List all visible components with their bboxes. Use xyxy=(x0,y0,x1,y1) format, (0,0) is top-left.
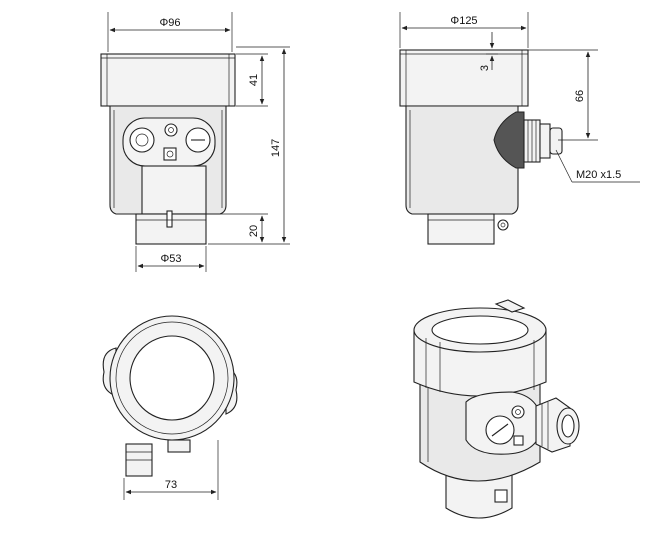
left-knob-icon xyxy=(129,127,155,153)
side-view: Φ125 3 66 M20 x1.5 xyxy=(399,12,640,245)
dim-front-total-height: 147 xyxy=(270,139,282,157)
dim-side-top-diameter: Φ125 xyxy=(450,15,477,27)
side-housing xyxy=(405,105,519,215)
iso-led-icon xyxy=(511,405,525,419)
dim-front-cap-height: 41 xyxy=(248,74,260,86)
dim-front-bottom-diameter: Φ53 xyxy=(160,253,181,265)
front-neck xyxy=(141,165,207,215)
front-view: Φ96 41 147 20 Φ53 xyxy=(100,12,290,272)
front-cap xyxy=(100,53,236,107)
screw-icon xyxy=(497,219,509,231)
side-cap xyxy=(399,49,529,107)
top-view: 73 xyxy=(102,315,238,500)
dim-side-wall-thickness: 3 xyxy=(479,65,491,71)
side-bottom-flange xyxy=(427,213,495,245)
led-indicator-icon xyxy=(164,123,178,137)
iso-square-port-icon xyxy=(513,435,524,446)
dim-side-gland-height: 66 xyxy=(574,90,586,102)
dim-front-top-diameter: Φ96 xyxy=(159,17,180,29)
iso-bottom-neck xyxy=(445,469,513,519)
gland-shield xyxy=(493,111,525,169)
iso-window xyxy=(431,315,529,345)
dim-top-view-width: 73 xyxy=(165,479,177,491)
isometric-view xyxy=(413,299,580,519)
dim-front-bottom-height: 20 xyxy=(248,225,260,237)
top-window xyxy=(129,335,215,421)
thread-label: M20 x1.5 xyxy=(576,169,621,181)
square-port-icon xyxy=(163,147,177,161)
